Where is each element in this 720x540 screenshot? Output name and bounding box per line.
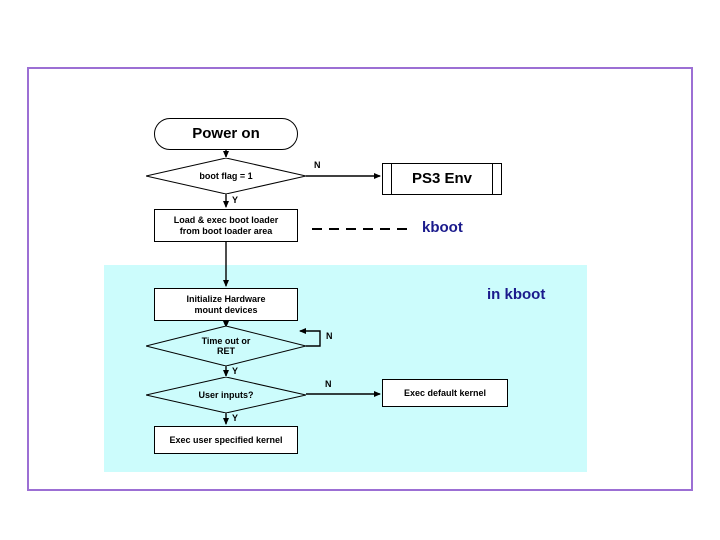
node-user-inputs-label: User inputs? xyxy=(198,389,254,400)
node-exec-default-kernel: Exec default kernel xyxy=(382,379,508,407)
edge-label-boot-flag-no: N xyxy=(314,160,321,170)
node-timeout-line2: RET xyxy=(217,346,235,356)
node-timeout-decision: Time out or RET xyxy=(146,326,306,366)
node-load-exec-line2: from boot loader area xyxy=(179,225,273,236)
node-user-inputs-decision: User inputs? xyxy=(146,377,306,413)
node-boot-flag-decision: boot flag = 1 xyxy=(146,158,306,194)
edge-label-user-inputs-yes: Y xyxy=(232,413,239,423)
node-ps3-env-label: PS3 Env xyxy=(411,170,473,188)
node-ps3-env: PS3 Env xyxy=(382,163,502,195)
node-initialize-hardware: Initialize Hardware mount devices xyxy=(154,288,298,321)
node-boot-flag-label: boot flag = 1 xyxy=(199,170,253,181)
node-exec-default-label: Exec default kernel xyxy=(403,387,487,398)
edge-label-user-inputs-no: N xyxy=(325,379,332,389)
edge-label-timeout-yes: Y xyxy=(232,366,239,376)
node-init-hw-line1: Initialize Hardware xyxy=(186,294,266,305)
outer-frame xyxy=(27,67,693,491)
node-load-exec-line1: Load & exec boot loader xyxy=(173,215,279,226)
label-in-kboot: in kboot xyxy=(487,286,546,303)
node-power-on-label: Power on xyxy=(192,125,260,143)
node-load-exec-boot-loader: Load & exec boot loader from boot loader… xyxy=(154,209,298,242)
edge-label-timeout-no: N xyxy=(326,331,333,341)
label-kboot: kboot xyxy=(422,219,463,236)
node-power-on: Power on xyxy=(154,118,298,150)
node-timeout-line1: Time out or xyxy=(201,335,251,346)
edge-label-boot-flag-yes: Y xyxy=(232,195,239,205)
node-exec-user-kernel: Exec user specified kernel xyxy=(154,426,298,454)
node-init-hw-line2: mount devices xyxy=(194,304,258,315)
node-exec-user-label: Exec user specified kernel xyxy=(169,434,283,445)
